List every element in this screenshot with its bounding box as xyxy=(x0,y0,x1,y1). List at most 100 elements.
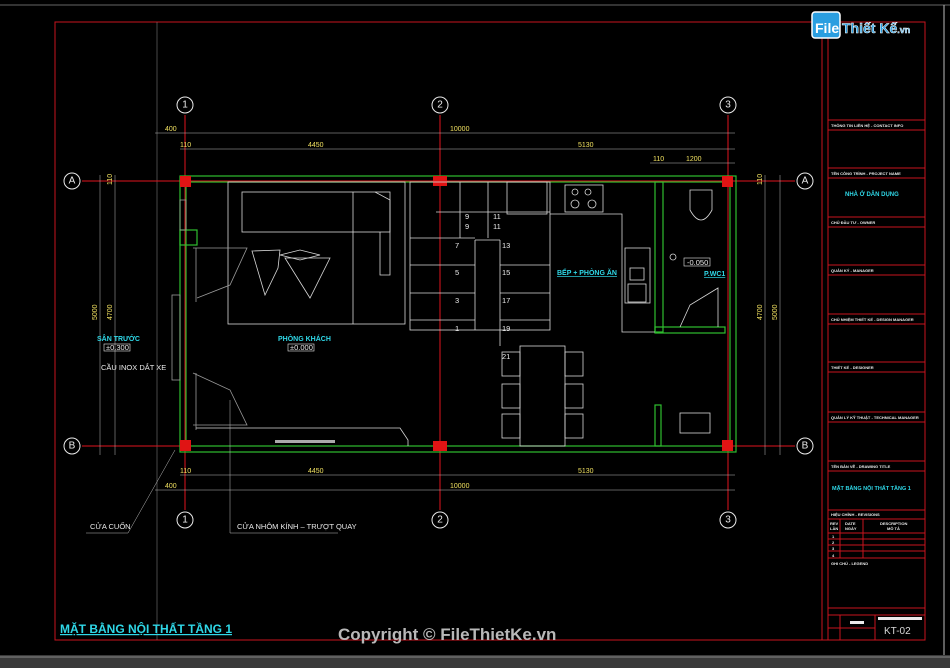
svg-text:3: 3 xyxy=(832,546,835,551)
svg-text:4700: 4700 xyxy=(757,304,764,320)
svg-text:9: 9 xyxy=(465,212,469,221)
grid-bubble-2-bottom: 2 xyxy=(431,511,449,529)
label-wc: -0.050 P.WC1 xyxy=(683,257,725,278)
svg-text:MẶT BẰNG NỘI THẤT TẦNG 1: MẶT BẰNG NỘI THẤT TẦNG 1 xyxy=(832,484,911,492)
svg-text:11: 11 xyxy=(493,222,501,231)
svg-text:±0.000: ±0.000 xyxy=(290,343,313,352)
svg-text:1: 1 xyxy=(182,515,188,526)
walls xyxy=(179,175,737,453)
glass-door-note: CỬA NHÔM KÍNH – TRƯỢT QUAY xyxy=(237,522,357,531)
svg-text:7: 7 xyxy=(455,241,459,250)
copyright-watermark: Copyright © FileThietKe.vn xyxy=(338,625,556,644)
grid-bubble-b-left: B xyxy=(63,437,81,455)
svg-text:DESCRIPTION: DESCRIPTION xyxy=(880,521,907,526)
svg-text:TÊN CÔNG TRÌNH - PROJECT NAME: TÊN CÔNG TRÌNH - PROJECT NAME xyxy=(831,171,901,176)
svg-text:File: File xyxy=(815,20,839,36)
svg-text:3: 3 xyxy=(725,515,731,526)
svg-text:±0.300: ±0.300 xyxy=(106,343,129,352)
svg-text:110: 110 xyxy=(757,174,764,185)
svg-text:21: 21 xyxy=(502,352,510,361)
dimensions xyxy=(99,132,781,491)
svg-text:4700: 4700 xyxy=(107,304,114,320)
svg-text:1200: 1200 xyxy=(686,156,702,163)
grid-bubble-b-right: B xyxy=(796,437,814,455)
svg-text:QUẢN KÝ - MANAGER: QUẢN KÝ - MANAGER xyxy=(831,268,874,273)
svg-text:110: 110 xyxy=(653,156,664,163)
svg-text:1: 1 xyxy=(832,534,835,539)
svg-text:THIẾT KẾ - DESIGNER: THIẾT KẾ - DESIGNER xyxy=(831,365,874,370)
svg-text:B: B xyxy=(802,441,809,452)
svg-text:5: 5 xyxy=(455,268,459,277)
grid-bubble-a-right: A xyxy=(796,172,814,190)
svg-text:5130: 5130 xyxy=(578,468,594,475)
svg-text:13: 13 xyxy=(502,241,510,250)
svg-text:SÂN TRƯỚC: SÂN TRƯỚC xyxy=(97,334,140,343)
svg-text:4: 4 xyxy=(832,553,835,558)
svg-text:1: 1 xyxy=(455,324,459,333)
svg-text:2: 2 xyxy=(832,540,835,545)
grid-bubble-1-top: 1 xyxy=(176,96,194,114)
filethietke-logo: File Thiết Kế.vn xyxy=(811,11,911,39)
svg-text:A: A xyxy=(69,176,76,187)
svg-text:11: 11 xyxy=(493,212,501,221)
svg-text:110: 110 xyxy=(180,142,191,149)
svg-text:CHỦ ĐẦU TƯ - OWNER: CHỦ ĐẦU TƯ - OWNER xyxy=(831,220,875,225)
grid-bubble-2-top: 2 xyxy=(431,96,449,114)
front-door-leaves xyxy=(171,199,248,430)
ramp-note: CẦU INOX DẮT XE xyxy=(101,362,166,372)
label-kitchen: BẾP + PHÒNG ĂN xyxy=(557,267,617,277)
svg-text:4450: 4450 xyxy=(308,142,324,149)
columns xyxy=(180,176,733,451)
svg-text:B: B xyxy=(69,441,76,452)
svg-text:400: 400 xyxy=(165,483,177,490)
label-front-yard: SÂN TRƯỚC ±0.300 xyxy=(97,334,140,352)
svg-text:DATE: DATE xyxy=(845,521,856,526)
svg-text:5000: 5000 xyxy=(772,304,779,320)
svg-text:THÔNG TIN LIÊN HỆ - CONTACT IN: THÔNG TIN LIÊN HỆ - CONTACT INFO xyxy=(831,123,903,128)
svg-text:19: 19 xyxy=(502,324,510,333)
wc-fixtures xyxy=(669,189,719,434)
svg-text:5000: 5000 xyxy=(92,304,99,320)
grid-bubble-1-bottom: 1 xyxy=(176,511,194,529)
svg-text:10000: 10000 xyxy=(450,126,470,133)
title-block: THÔNG TIN LIÊN HỆ - CONTACT INFO TÊN CÔN… xyxy=(827,21,926,641)
tv xyxy=(275,440,335,443)
svg-text:MÔ TẢ: MÔ TẢ xyxy=(887,526,900,531)
svg-text:15: 15 xyxy=(502,268,510,277)
svg-text:NHÀ Ở DÂN DỤNG: NHÀ Ở DÂN DỤNG xyxy=(845,191,899,198)
svg-text:GHI CHÚ - LEGEND: GHI CHÚ - LEGEND xyxy=(831,561,868,566)
svg-text:Thiết Kế.vn: Thiết Kế.vn xyxy=(842,20,910,36)
svg-text:TÊN BẢN VẼ - DRAWING TITLE: TÊN BẢN VẼ - DRAWING TITLE xyxy=(831,464,891,469)
rolling-door-note: CỬA CUỐN xyxy=(90,521,131,531)
svg-text:17: 17 xyxy=(502,296,510,305)
svg-text:HIỆU CHỈNH - REVISIONS: HIỆU CHỈNH - REVISIONS xyxy=(831,512,880,517)
svg-text:CHỦ NHIỆM THIẾT KẾ - DESIGN MA: CHỦ NHIỆM THIẾT KẾ - DESIGN MANAGER xyxy=(831,317,914,322)
svg-text:9: 9 xyxy=(465,222,469,231)
svg-text:QUẢN LÝ KỸ THUẬT - TECHNICAL M: QUẢN LÝ KỸ THUẬT - TECHNICAL MANAGER xyxy=(831,415,919,420)
svg-text:REV: REV xyxy=(830,521,839,526)
svg-text:400: 400 xyxy=(165,126,177,133)
bottom-bar[interactable] xyxy=(0,655,950,668)
svg-text:5130: 5130 xyxy=(578,142,594,149)
grid-bubble-3-bottom: 3 xyxy=(719,511,737,529)
svg-text:P.WC1: P.WC1 xyxy=(704,271,725,278)
svg-text:4450: 4450 xyxy=(308,468,324,475)
grid-bubble-a-left: A xyxy=(63,172,81,190)
svg-text:3: 3 xyxy=(725,100,731,111)
kitchen-counter xyxy=(550,184,655,333)
svg-text:10000: 10000 xyxy=(450,483,470,490)
svg-text:-0.050: -0.050 xyxy=(687,258,708,267)
dining-table xyxy=(501,345,584,447)
svg-text:PHÒNG KHÁCH: PHÒNG KHÁCH xyxy=(278,334,331,343)
grid-bubble-3-top: 3 xyxy=(719,96,737,114)
svg-text:1: 1 xyxy=(182,100,188,111)
label-living-room: PHÒNG KHÁCH ±0.000 xyxy=(278,334,331,352)
svg-text:NGÀY: NGÀY xyxy=(845,526,857,531)
drawing-title: MẶT BẰNG NỘI THẤT TẦNG 1 xyxy=(60,621,232,636)
svg-text:3: 3 xyxy=(455,296,459,305)
svg-text:KT-02: KT-02 xyxy=(884,626,911,637)
sofa-set xyxy=(227,181,406,325)
svg-text:A: A xyxy=(802,176,809,187)
stair-step-numbers: 9 9 11 11 7 13 5 15 3 17 1 19 21 xyxy=(455,212,510,361)
